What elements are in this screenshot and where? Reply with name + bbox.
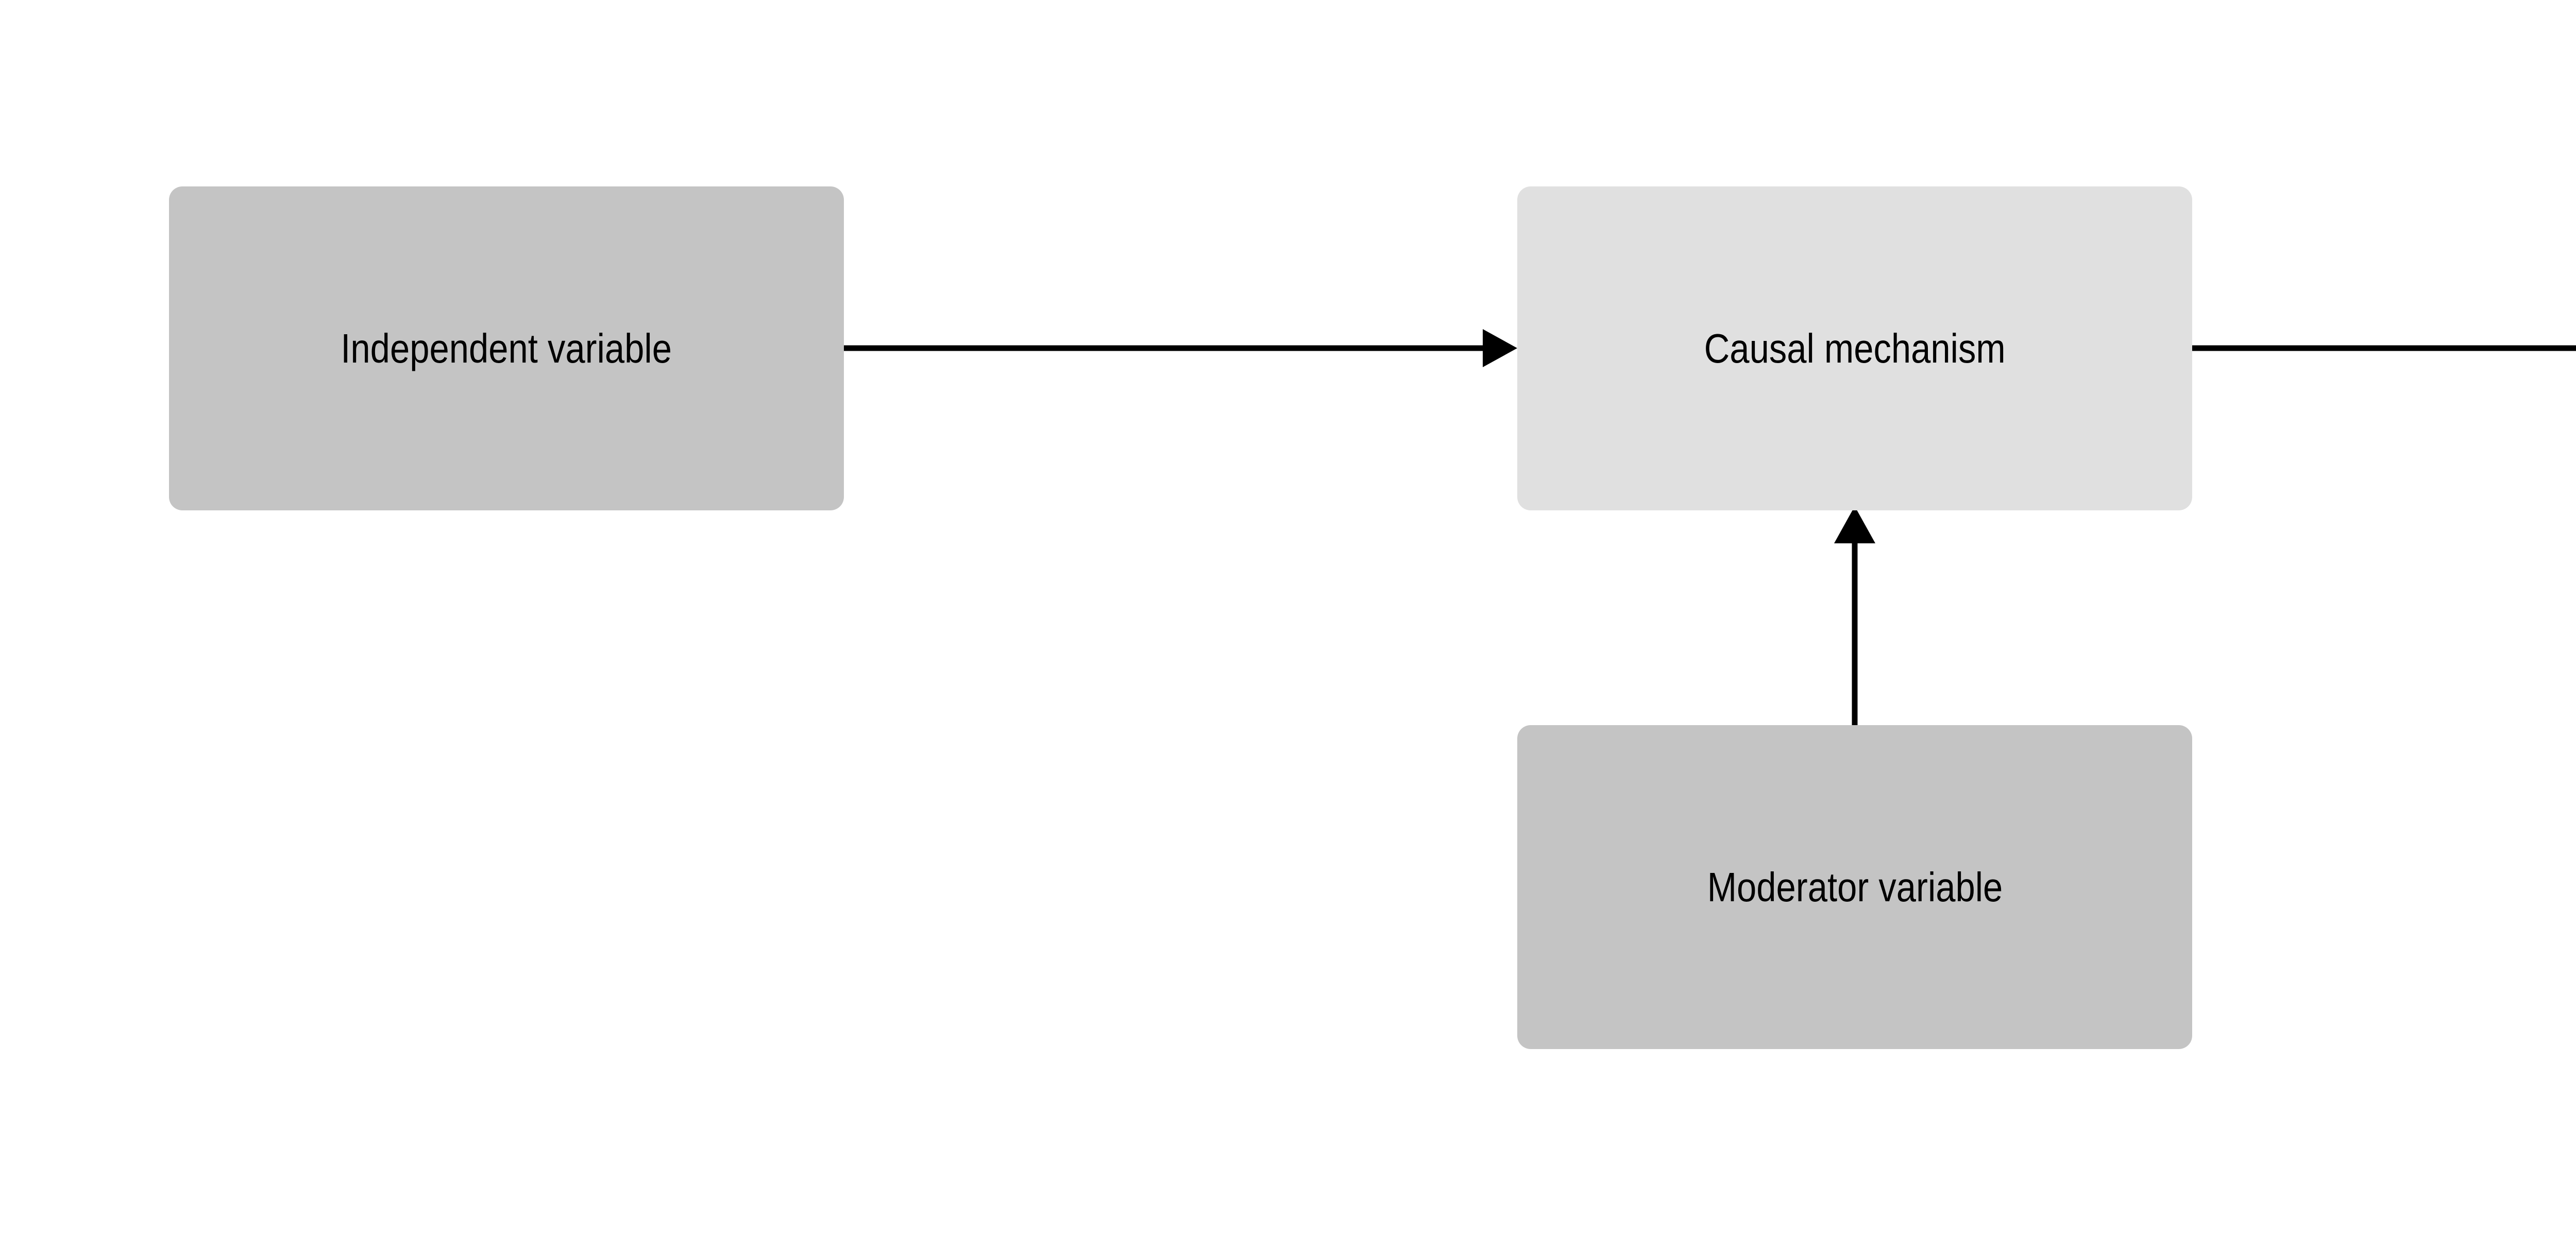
node-causal-mechanism[interactable]: Causal mechanism xyxy=(1517,186,2192,510)
edge-independent-to-causal xyxy=(843,329,1517,367)
node-independent-variable[interactable]: Independent variable xyxy=(169,186,844,510)
node-label-causal-mechanism: Causal mechanism xyxy=(1704,325,2006,371)
arrowhead-icon xyxy=(1483,329,1517,367)
node-label-moderator-variable: Moderator variable xyxy=(1707,864,2003,910)
node-label-independent-variable: Independent variable xyxy=(341,325,672,371)
edge-moderator-to-causal xyxy=(1834,506,1875,725)
edge-causal-to-dependent xyxy=(2192,345,2576,351)
node-moderator-variable[interactable]: Moderator variable xyxy=(1517,725,2192,1049)
arrowhead-icon xyxy=(1834,506,1875,543)
